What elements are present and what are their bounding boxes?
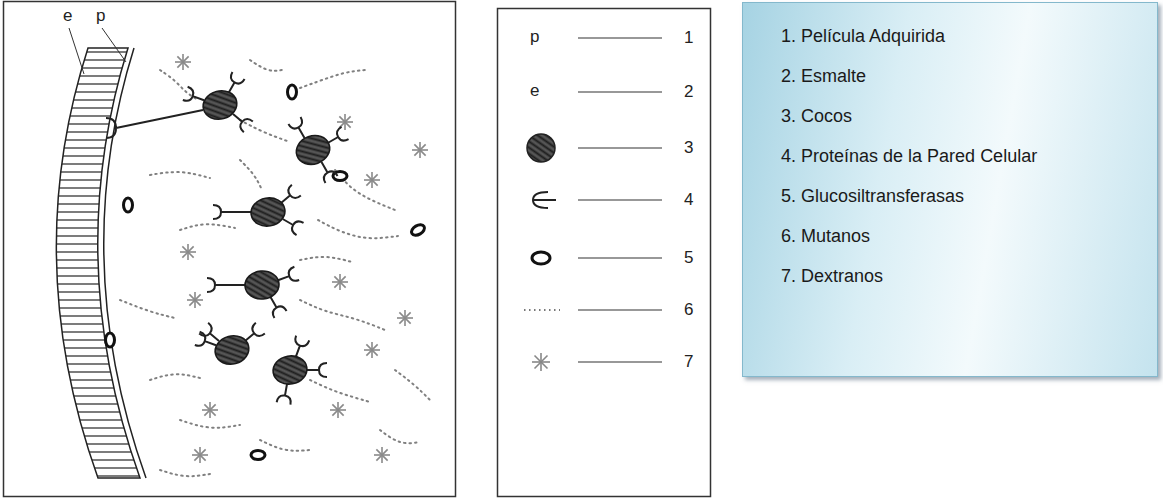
callout-number: 7 xyxy=(684,352,693,372)
callout-number: 5 xyxy=(684,248,693,268)
dextran-mark xyxy=(412,142,428,158)
legend-frame xyxy=(498,9,711,497)
gtf-mark xyxy=(410,223,427,238)
dextran-mark xyxy=(202,402,218,418)
mutan-chain xyxy=(180,224,235,230)
dextran-mark xyxy=(192,447,208,463)
mutan-chain xyxy=(180,420,240,428)
legend-entry-text: 5. Glucosiltransferasas xyxy=(753,185,1141,207)
coccus-body xyxy=(271,353,309,386)
coccus-cell xyxy=(183,72,253,132)
coccus-body xyxy=(200,87,240,123)
legend-letter: p xyxy=(530,27,539,47)
mutan-chain xyxy=(300,300,385,330)
mutan-chain xyxy=(260,440,310,451)
legend-letter: e xyxy=(530,81,539,101)
coccus-symbol xyxy=(527,134,555,162)
dextran-mark xyxy=(175,54,191,70)
mutan-chain xyxy=(318,220,398,238)
legend-line xyxy=(578,199,662,200)
coccus-body xyxy=(244,270,280,301)
mutan-chain xyxy=(150,374,200,380)
dextran-mark xyxy=(180,244,196,260)
adhesin-symbol xyxy=(533,192,556,208)
coccus-cell xyxy=(213,185,304,235)
gtf-mark xyxy=(106,333,115,347)
dextran-symbol xyxy=(532,353,550,371)
acquired-pellicle xyxy=(104,48,146,478)
mutan-chain xyxy=(395,370,430,400)
plaque-microorganisms xyxy=(106,54,431,476)
legend-line xyxy=(578,147,662,148)
dextran-mark xyxy=(330,402,346,418)
dextran-mark xyxy=(364,172,380,188)
callout-number: 3 xyxy=(684,138,693,158)
coccus-cell xyxy=(271,336,327,405)
mutan-chain xyxy=(310,380,370,402)
mutan-chain xyxy=(160,470,210,476)
gtf-symbol xyxy=(532,252,550,264)
dextran-mark xyxy=(374,447,390,463)
legend-text-box: 1. Película Adquirida 2. Esmalte 3. Cocos 4… xyxy=(742,2,1158,377)
legend-entry-text: 4. Proteínas de la Pared Celular xyxy=(753,145,1141,167)
mutan-chain xyxy=(240,120,290,142)
leader-line xyxy=(102,28,126,62)
mutan-chain xyxy=(120,300,175,318)
legend-line xyxy=(578,257,662,258)
coccus-cell xyxy=(288,117,348,183)
gtf-mark xyxy=(124,198,133,212)
legend-entry-text: 1. Película Adquirida xyxy=(753,25,1141,47)
coccus-body xyxy=(212,332,252,368)
dextran-mark xyxy=(332,274,348,290)
gtf-mark xyxy=(251,451,265,460)
legend-line xyxy=(578,361,662,362)
callout-number: 4 xyxy=(684,190,693,210)
mutan-chain xyxy=(250,60,282,71)
legend-line xyxy=(578,91,662,92)
gtf-mark xyxy=(288,85,297,99)
dextran-mark xyxy=(397,310,413,326)
dextran-mark xyxy=(187,292,203,308)
leader-line xyxy=(69,28,84,74)
mutan-chain xyxy=(380,430,420,443)
legend-line xyxy=(578,37,662,38)
coccus-body xyxy=(249,195,287,228)
mutan-chain xyxy=(240,160,262,190)
coccus-cell xyxy=(207,267,299,318)
panel-frame xyxy=(4,2,456,497)
mutan-chain xyxy=(300,70,365,88)
coccus-body xyxy=(292,131,334,169)
adhesin xyxy=(213,205,251,219)
coccus-cell xyxy=(195,323,265,368)
legend-entry-text: 2. Esmalte xyxy=(753,65,1141,87)
structure-letter: p xyxy=(96,6,105,26)
structure-letter: e xyxy=(63,6,72,26)
legend-line xyxy=(578,309,662,310)
mutan-chain xyxy=(150,172,210,178)
legend-entry-text: 3. Cocos xyxy=(753,105,1141,127)
legend-entry-text: 6. Mutanos xyxy=(753,225,1141,247)
adhesin xyxy=(307,363,327,377)
callout-number: 1 xyxy=(684,28,693,48)
legend-symbols xyxy=(524,38,662,371)
enamel-band xyxy=(56,48,140,478)
adhesin xyxy=(207,278,245,292)
callout-number: 2 xyxy=(684,82,693,102)
mutan-chain xyxy=(300,257,352,262)
mutan-symbol xyxy=(524,309,560,311)
callout-number: 6 xyxy=(684,300,693,320)
adhesin xyxy=(277,383,294,405)
legend-entry-text: 7. Dextranos xyxy=(753,265,1141,287)
dextran-mark xyxy=(364,342,380,358)
adhesin-binding xyxy=(106,110,203,138)
